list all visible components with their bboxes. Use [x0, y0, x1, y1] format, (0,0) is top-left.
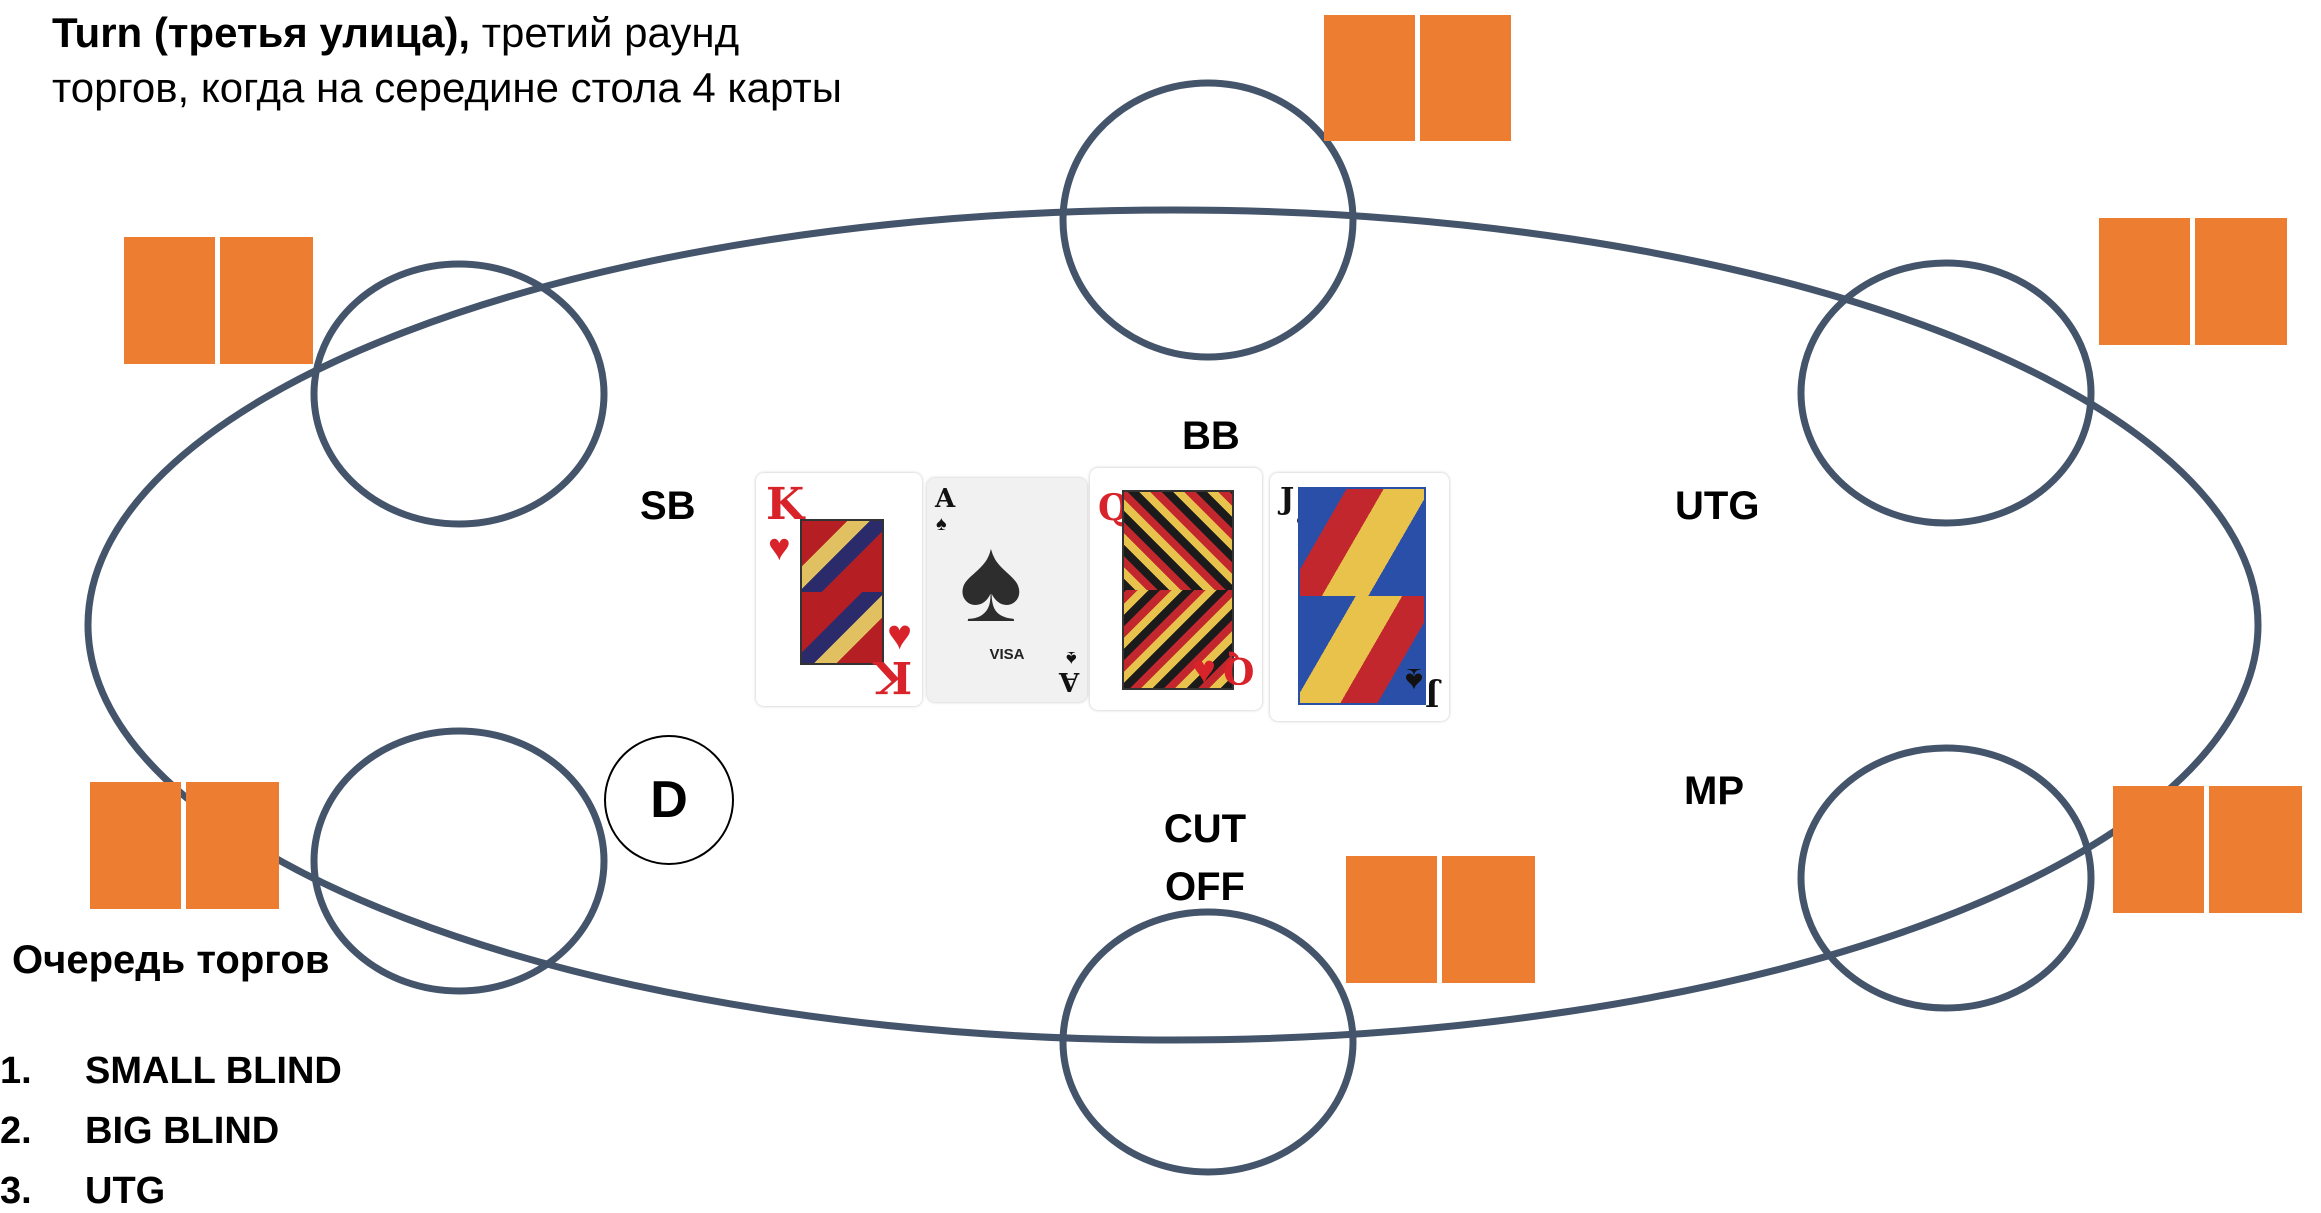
card-rank: K: [766, 479, 805, 530]
board-card-jack-spades: J ♠ ♠ J: [1270, 473, 1449, 721]
item-number: 2.: [0, 1110, 32, 1152]
spade-icon: ♠: [1404, 661, 1423, 699]
item-label: UTG: [85, 1170, 166, 1212]
slide-title: Turn (третья улица), третий раунд торгов…: [52, 6, 852, 115]
hole-cards-top: [1324, 15, 1511, 141]
card-rank-bottom: J: [1424, 677, 1439, 712]
list-item: 2. BIG BLIND: [0, 1110, 279, 1153]
cutoff-line-1: CUT: [1163, 807, 1247, 851]
card-rank: J: [1280, 482, 1295, 517]
heart-icon: ♥: [1192, 648, 1216, 692]
card-rank: A: [935, 484, 956, 514]
poker-table-diagram: [84, 15, 2302, 1176]
title-bold: Turn (третья улица),: [52, 9, 471, 56]
king-figure: [800, 519, 884, 665]
board-card-king-hearts: K ♥ ♥ K: [756, 473, 922, 706]
item-number: 3.: [0, 1170, 32, 1212]
heart-icon: ♥: [768, 527, 791, 569]
seat-circle-bottom: [1059, 908, 1357, 1176]
jack-figure: [1298, 487, 1426, 705]
queen-figure: [1122, 490, 1234, 690]
hole-cards-lower-left: [90, 782, 279, 909]
seat-label-mp: MP: [1684, 769, 1744, 813]
card-rank-bottom: Q: [1222, 649, 1254, 691]
seat-label-utg: UTG: [1675, 484, 1760, 528]
hole-cards-bottom: [1346, 856, 1535, 983]
hole-cards-upper-right: [2099, 218, 2287, 345]
seat-circle-lower-left: [310, 727, 608, 995]
card-rank-bottom: A: [1058, 666, 1079, 696]
item-number: 1.: [0, 1050, 32, 1092]
seat-circle-upper-left: [310, 260, 608, 528]
cutoff-line-2: OFF: [1165, 865, 1245, 909]
heart-icon: ♥: [887, 611, 912, 658]
seat-circle-upper-right: [1797, 259, 2095, 527]
hole-cards-upper-left: [124, 237, 313, 364]
seat-label-cutoff: CUT OFF: [1160, 800, 1250, 916]
betting-order-title: Очередь торгов: [12, 938, 330, 982]
seat-label-sb: SB: [640, 484, 696, 528]
list-item: 1. SMALL BLIND: [0, 1050, 342, 1093]
card-brand: VISA: [989, 646, 1025, 663]
seat-circle-lower-right: [1797, 744, 2095, 1012]
card-rank-bottom: K: [873, 651, 912, 702]
seat-label-bb: BB: [1182, 414, 1240, 458]
table-oval: [84, 206, 2262, 1044]
list-item: 3. UTG: [0, 1170, 165, 1213]
spade-icon: ♠: [1066, 647, 1077, 669]
item-label: BIG BLIND: [85, 1110, 280, 1152]
item-label: SMALL BLIND: [85, 1050, 342, 1092]
spade-icon: ♠: [936, 513, 947, 535]
spade-icon: ♠: [959, 513, 1023, 647]
board-card-queen-hearts: Q ♥ ♥ Q: [1090, 468, 1262, 710]
board-card-ace-spades: A ♠ ♠ VISA ♠ A: [927, 478, 1087, 702]
hole-cards-lower-right: [2113, 786, 2302, 913]
dealer-button: D: [604, 735, 734, 865]
title-rest: третий раунд торгов, когда на середине с…: [52, 9, 842, 111]
seat-circle-top: [1059, 79, 1357, 361]
